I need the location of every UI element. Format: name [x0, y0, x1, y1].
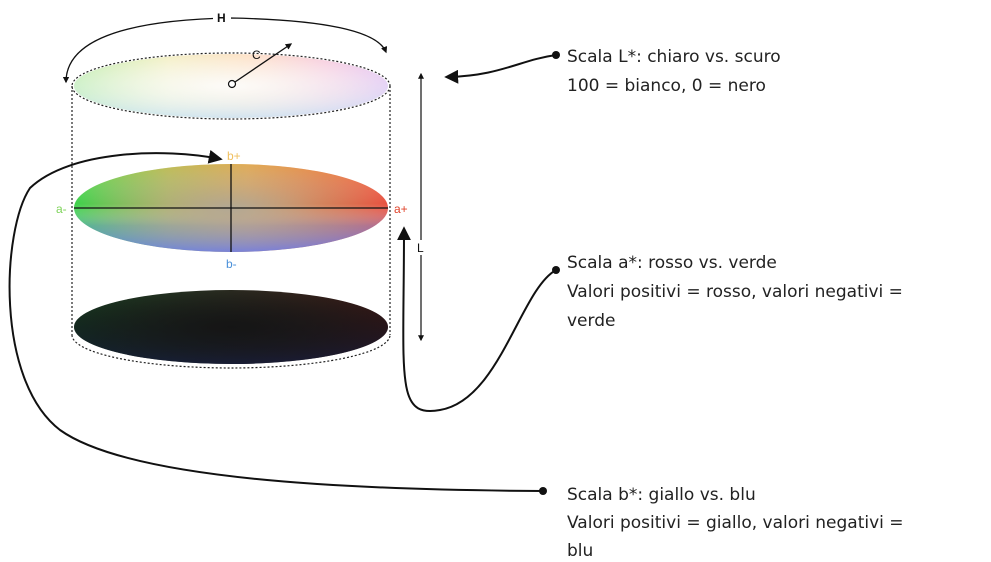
- a-minus-label: a-: [56, 202, 67, 216]
- a-scale-annotation: Scala a*: rosso vs. verde Valori positiv…: [567, 253, 903, 331]
- a-scale-dot: [552, 266, 560, 274]
- dark-disk: [74, 290, 388, 364]
- b-scale-dot: [539, 487, 547, 495]
- a-scale-desc-line2: verde: [567, 311, 615, 331]
- lightness-label: L: [417, 241, 424, 255]
- b-scale-desc-line2: blu: [567, 541, 593, 561]
- b-scale-title: Scala b*: giallo vs. blu: [567, 485, 756, 505]
- a-scale-connector: [403, 229, 556, 411]
- a-plus-label: a+: [394, 202, 408, 216]
- b-minus-label: b-: [226, 257, 237, 271]
- l-scale-title: Scala L*: chiaro vs. scuro: [567, 47, 781, 67]
- chroma-label: C: [252, 48, 261, 62]
- l-scale-desc: 100 = bianco, 0 = nero: [567, 76, 766, 96]
- a-scale-title: Scala a*: rosso vs. verde: [567, 253, 777, 273]
- hue-label: H: [217, 11, 226, 25]
- b-scale-desc-line1: Valori positivi = giallo, valori negativ…: [567, 513, 904, 533]
- b-scale-annotation: Scala b*: giallo vs. blu Valori positivi…: [567, 485, 904, 561]
- l-scale-dot: [552, 51, 560, 59]
- b-plus-label: b+: [227, 149, 241, 163]
- a-scale-desc-line1: Valori positivi = rosso, valori negativi…: [567, 282, 903, 302]
- l-scale-annotation: Scala L*: chiaro vs. scuro 100 = bianco,…: [567, 47, 781, 96]
- chroma-origin: [229, 81, 236, 88]
- l-scale-connector: [447, 55, 556, 77]
